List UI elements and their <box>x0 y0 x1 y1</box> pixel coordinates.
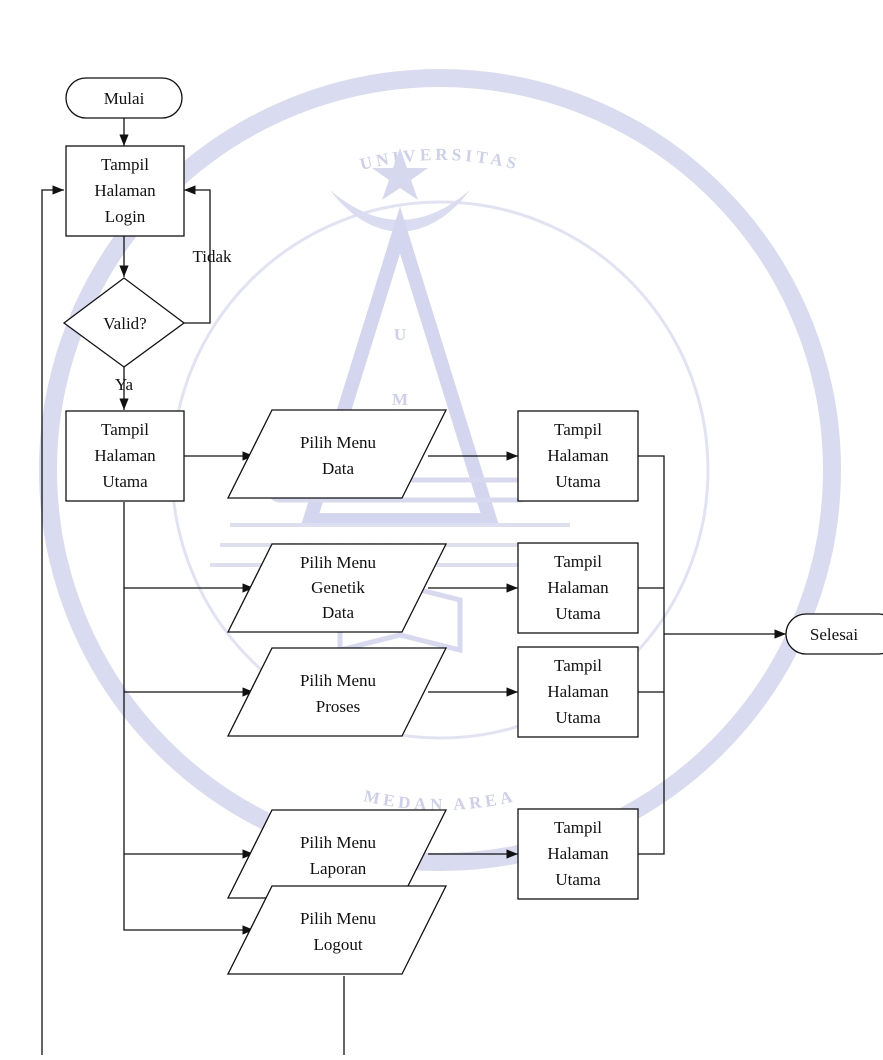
result-process-1: Tampil Halaman Utama <box>517 410 639 502</box>
no-branch-label: Tidak <box>192 247 232 266</box>
trunk-to-logout <box>123 502 254 935</box>
decision-label: Valid? <box>103 314 146 333</box>
seal-letter-1: U <box>394 325 406 344</box>
result-process-4: Tampil Halaman Utama <box>517 808 639 900</box>
start-label: Mulai <box>104 89 145 108</box>
menu-data-line-1: Pilih Menu <box>300 433 377 452</box>
yes-branch-label: Ya <box>115 375 134 394</box>
start-node: Mulai <box>65 77 183 119</box>
seal-letter-2: M <box>392 390 408 409</box>
menu-genetik-line-2: Genetik <box>311 578 365 597</box>
login-line-3: Login <box>105 207 146 226</box>
seal-monument-icon <box>300 206 500 527</box>
menu-proses-line-1: Pilih Menu <box>300 671 377 690</box>
result-2-line-3: Utama <box>555 604 601 623</box>
result-process-2: Tampil Halaman Utama <box>517 542 639 634</box>
result-4-line-1: Tampil <box>554 818 602 837</box>
merge-line <box>638 455 665 855</box>
menu-logout-line-1: Pilih Menu <box>300 909 377 928</box>
result-3-line-1: Tampil <box>554 656 602 675</box>
end-node: Selesai <box>785 613 883 655</box>
university-seal-watermark: UNIVERSITAS MEDAN AREA U M A <box>39 69 841 871</box>
valid-decision: Valid? <box>62 277 186 368</box>
seal-wings-icon <box>330 190 470 232</box>
menu-laporan-line-2: Laporan <box>310 859 367 878</box>
seal-star-icon <box>372 148 428 200</box>
menu-proses-line-2: Proses <box>316 697 360 716</box>
result-3-line-2: Halaman <box>547 682 609 701</box>
result-1-line-2: Halaman <box>547 446 609 465</box>
home-line-3: Utama <box>102 472 148 491</box>
login-process: Tampil Halaman Login <box>65 145 185 237</box>
menu-data-io: Pilih Menu Data <box>226 409 448 499</box>
result-3-line-3: Utama <box>555 708 601 727</box>
menu-proses-io: Pilih Menu Proses <box>226 647 448 737</box>
result-2-line-1: Tampil <box>554 552 602 571</box>
connectors <box>41 118 786 1055</box>
menu-data-line-2: Data <box>322 459 355 478</box>
result-process-3: Tampil Halaman Utama <box>517 646 639 738</box>
result-4-line-3: Utama <box>555 870 601 889</box>
login-line-1: Tampil <box>101 155 149 174</box>
arrow-logout-to-login <box>41 185 64 1055</box>
home-process: Tampil Halaman Utama <box>65 410 185 502</box>
seal-outer-ring <box>39 69 841 871</box>
result-1-line-1: Tampil <box>554 420 602 439</box>
home-line-2: Halaman <box>94 446 156 465</box>
menu-genetik-io: Pilih Menu Genetik Data <box>226 543 448 633</box>
end-label: Selesai <box>810 625 858 644</box>
home-line-1: Tampil <box>101 420 149 439</box>
result-4-line-2: Halaman <box>547 844 609 863</box>
result-2-line-2: Halaman <box>547 578 609 597</box>
menu-genetik-line-3: Data <box>322 603 355 622</box>
login-line-2: Halaman <box>94 181 156 200</box>
menu-logout-io: Pilih Menu Logout <box>226 885 448 975</box>
arrow-decision-no-loop <box>184 185 211 324</box>
menu-logout-line-2: Logout <box>313 935 362 954</box>
result-1-line-3: Utama <box>555 472 601 491</box>
menu-genetik-line-1: Pilih Menu <box>300 553 377 572</box>
menu-laporan-line-1: Pilih Menu <box>300 833 377 852</box>
